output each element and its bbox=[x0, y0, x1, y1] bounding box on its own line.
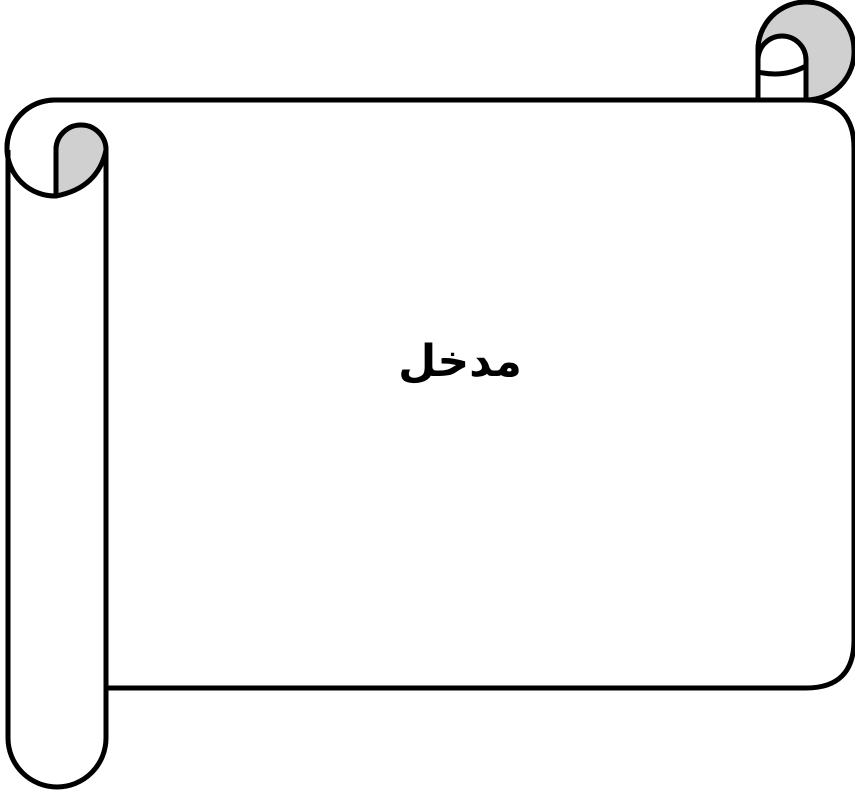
scroll-sheet bbox=[7, 100, 854, 688]
left-roll bbox=[8, 150, 106, 787]
banner-title: مدخل bbox=[0, 340, 855, 384]
